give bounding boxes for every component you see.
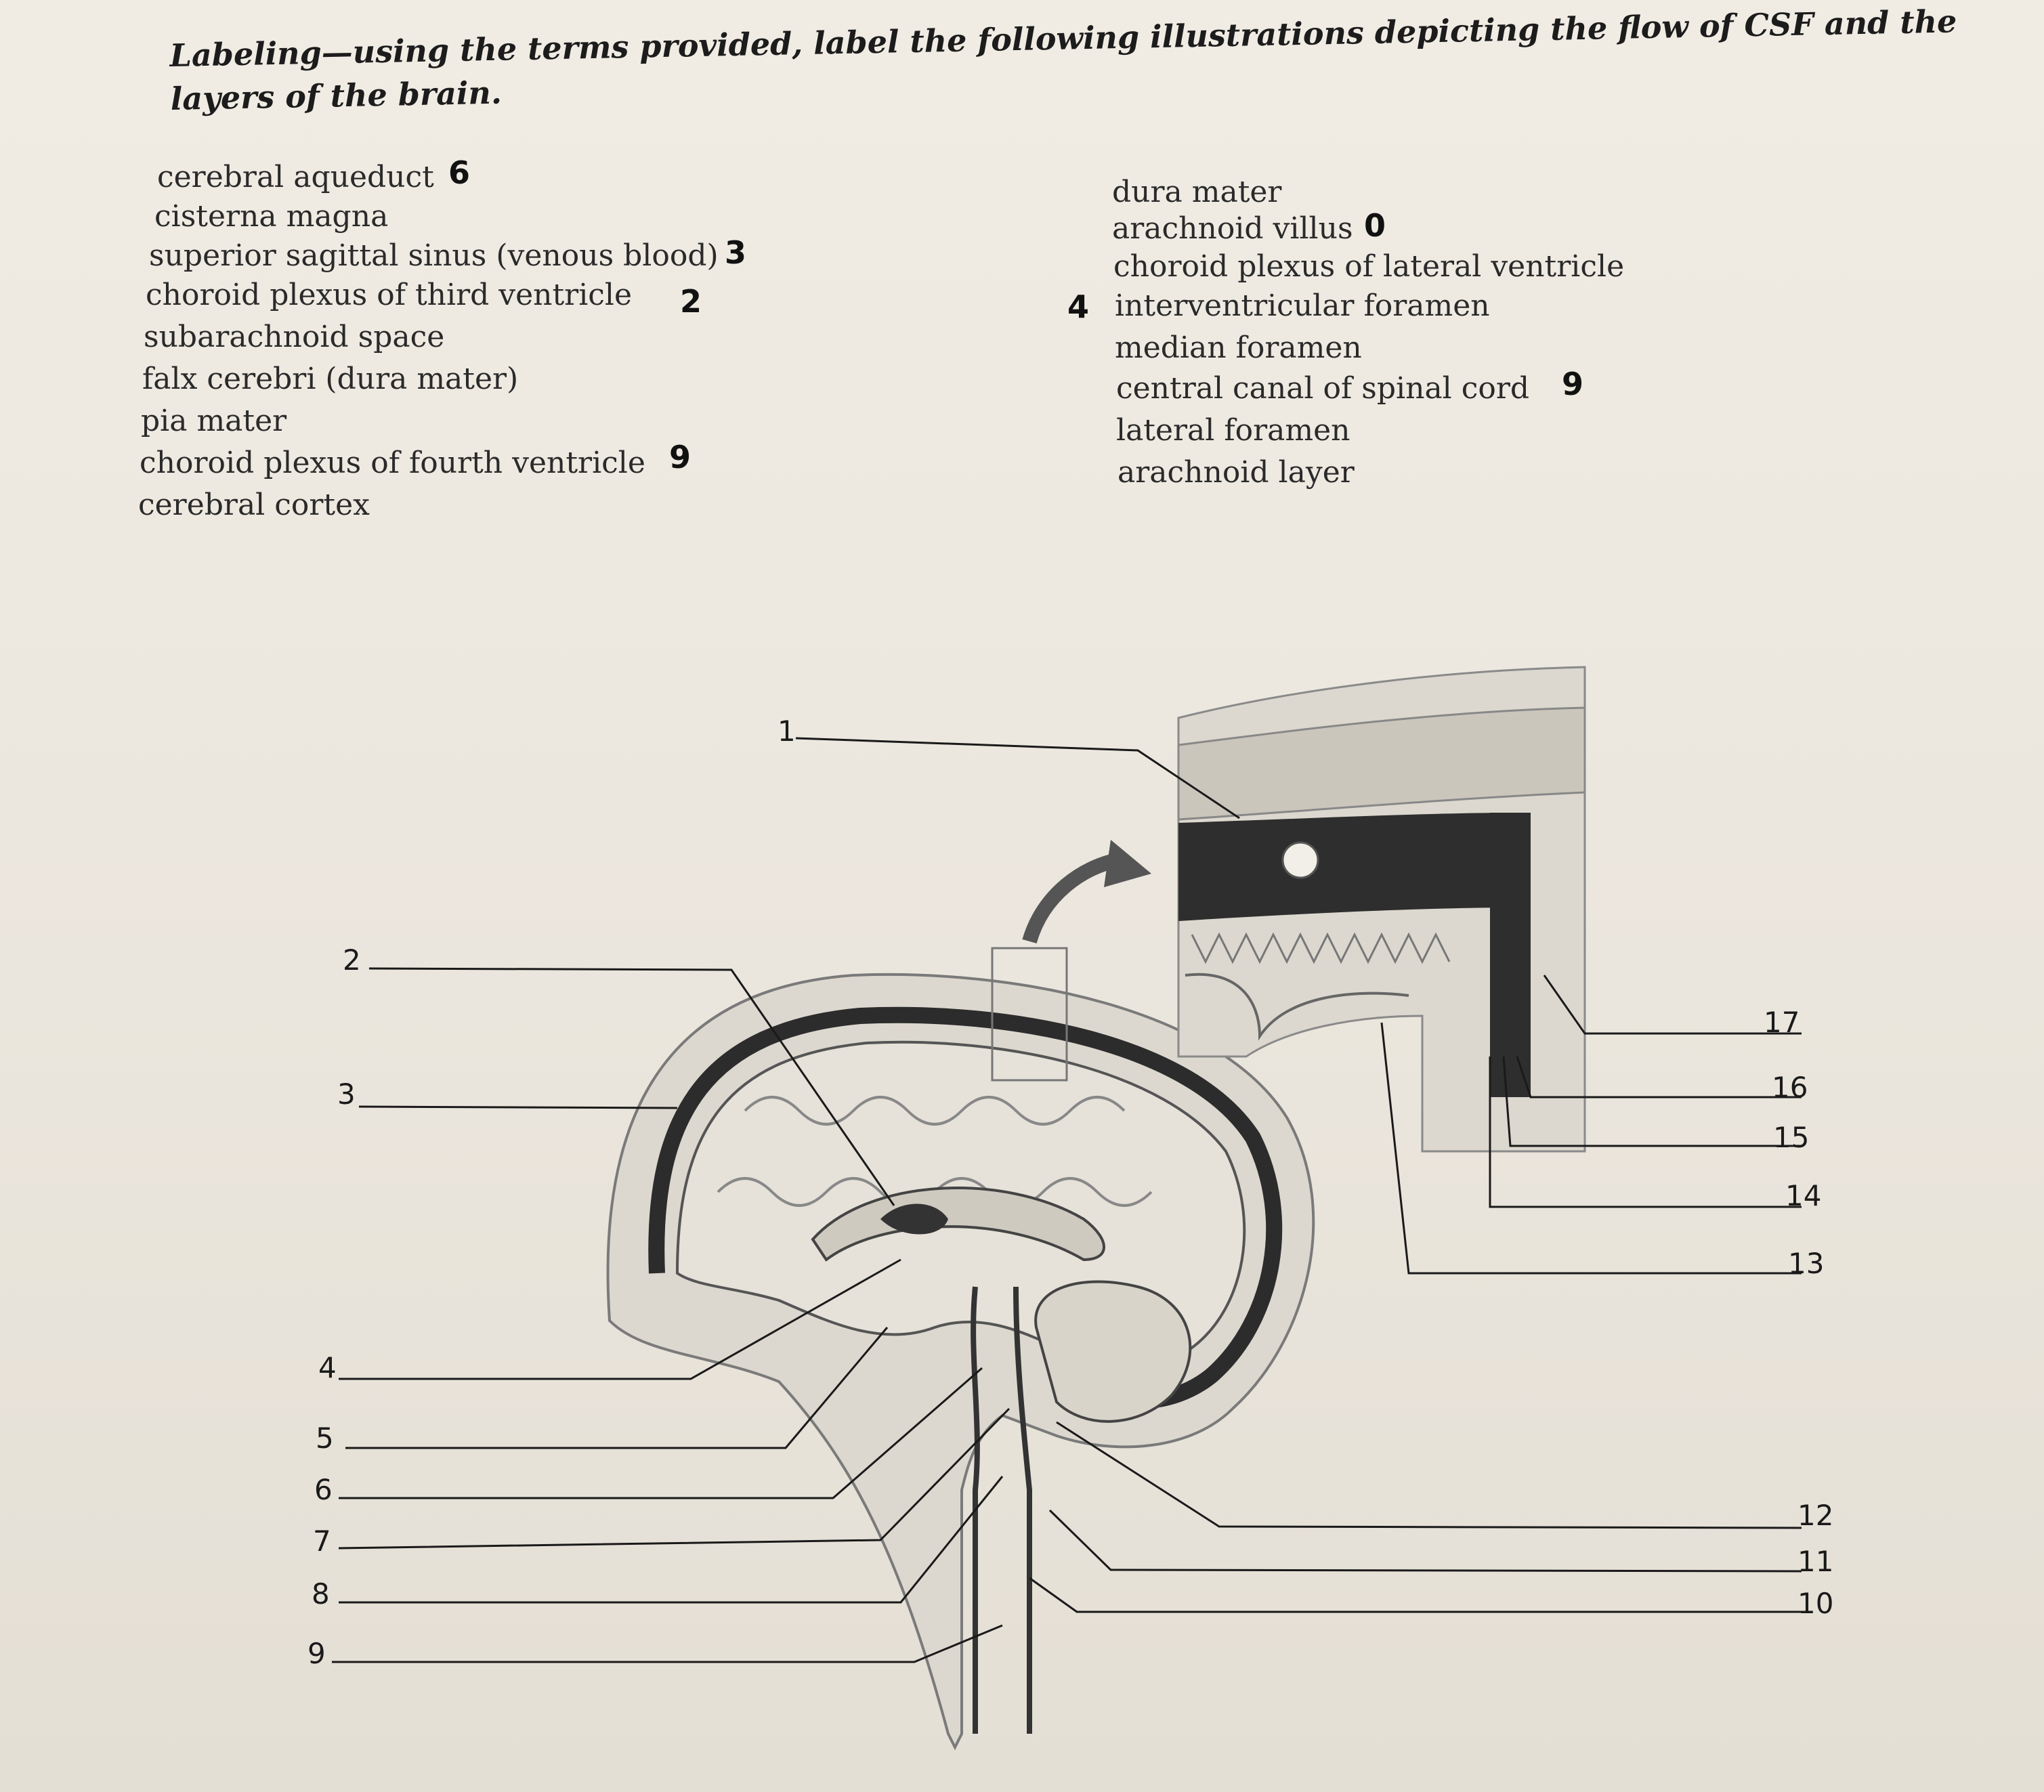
- label-number: 9: [307, 1637, 326, 1670]
- term-choroid-plexus-lateral: choroid plexus of lateral ventricle: [1113, 249, 1625, 284]
- label-number: 13: [1788, 1247, 1824, 1280]
- term-interventricular-foramen: interventricular foramen: [1115, 289, 1490, 323]
- term-pia-mater: pia mater: [141, 404, 287, 438]
- label-number: 7: [313, 1524, 331, 1558]
- term-superior-sagittal-sinus: superior sagittal sinus (venous blood): [149, 238, 719, 273]
- handwritten-mark: 3: [725, 234, 747, 271]
- arrow-head-icon: [1104, 840, 1151, 887]
- term-cerebral-aqueduct: cerebral aqueduct: [157, 160, 434, 194]
- handwritten-mark: 4: [1067, 289, 1090, 325]
- handwritten-mark: 0: [1364, 207, 1386, 244]
- handwritten-mark: 6: [448, 154, 471, 191]
- term-cerebral-cortex: cerebral cortex: [138, 488, 370, 522]
- label-number: 5: [316, 1422, 334, 1455]
- label-number: 6: [314, 1473, 333, 1506]
- label-number: 4: [318, 1351, 337, 1384]
- label-number: 11: [1797, 1545, 1833, 1578]
- term-subarachnoid-space: subarachnoid space: [144, 320, 445, 354]
- label-number: 8: [312, 1577, 330, 1610]
- handwritten-mark: 9: [669, 439, 691, 475]
- handwritten-mark: 9: [1562, 366, 1584, 402]
- term-central-canal: central canal of spinal cord: [1116, 371, 1530, 406]
- label-number: 15: [1773, 1121, 1809, 1154]
- label-number: 1: [778, 714, 796, 748]
- inset-indicator-box: [991, 947, 1068, 1082]
- term-falx-cerebri: falx cerebri (dura mater): [142, 362, 519, 396]
- leader-lines: [332, 737, 1802, 1663]
- term-choroid-plexus-third: choroid plexus of third ventricle: [146, 278, 633, 312]
- label-number: 16: [1772, 1071, 1808, 1104]
- meninges-inset: [1177, 666, 1586, 1153]
- term-median-foramen: median foramen: [1115, 330, 1362, 365]
- term-arachnoid-layer: arachnoid layer: [1117, 455, 1355, 490]
- term-cisterna-magna: cisterna magna: [154, 199, 389, 234]
- label-number: 14: [1785, 1179, 1821, 1212]
- term-dura-mater: dura mater: [1112, 175, 1282, 209]
- label-number: 17: [1764, 1006, 1800, 1039]
- term-lateral-foramen: lateral foramen: [1116, 413, 1350, 448]
- label-number: 12: [1797, 1499, 1833, 1532]
- label-number: 10: [1797, 1587, 1833, 1620]
- term-choroid-plexus-fourth: choroid plexus of fourth ventricle: [140, 446, 645, 480]
- brain-illustration: [606, 973, 1315, 1751]
- arrow-icon: [1022, 853, 1120, 944]
- term-arachnoid-villus: arachnoid villus: [1112, 211, 1353, 246]
- label-number: 2: [343, 943, 361, 977]
- handwritten-mark: 2: [680, 283, 702, 320]
- label-number: 3: [337, 1078, 356, 1111]
